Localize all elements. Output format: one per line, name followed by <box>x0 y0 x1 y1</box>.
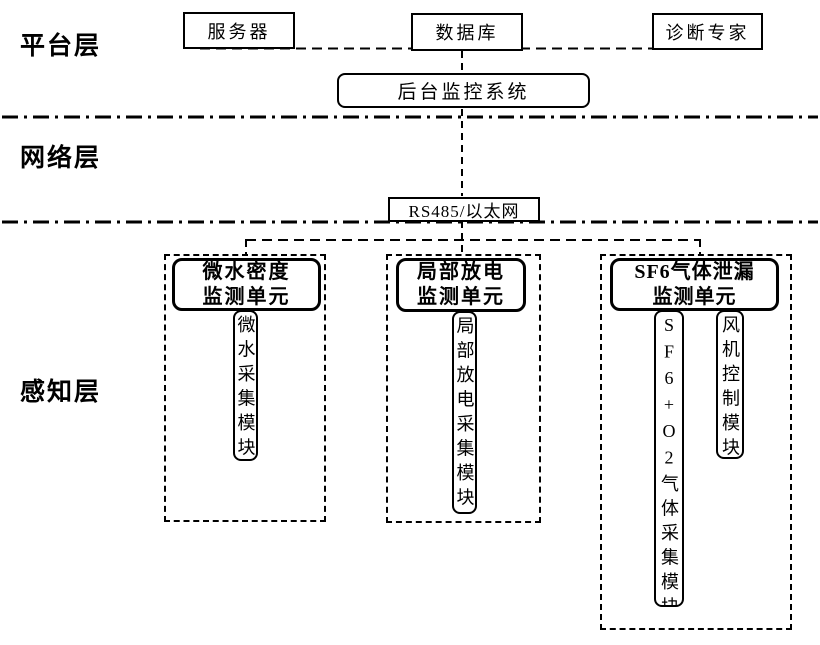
unit3-header: SF6气体泄漏 监测单元 <box>610 258 779 311</box>
unit1-title-line2: 监测单元 <box>202 285 291 308</box>
module-partial-discharge-collection: 局部放电采集模块 <box>452 311 477 514</box>
unit-sf6-gas-leak <box>600 254 792 630</box>
unit2-title-line2: 监测单元 <box>417 286 505 308</box>
unit-partial-discharge <box>386 254 541 523</box>
unit3-title-line2: 监测单元 <box>652 285 737 308</box>
diagnosis-expert-box: 诊断专家 <box>652 13 763 50</box>
perception-layer-label: 感知层 <box>20 379 102 406</box>
network-layer-label: 网络层 <box>20 145 102 172</box>
database-box: 数据库 <box>411 13 523 51</box>
module-micro-water-collection: 微水采集模块 <box>233 310 258 461</box>
module-fan-control: 风机控制模块 <box>716 310 744 459</box>
module-sf6-o2-gas-collection: SF6+O2气体采集模块 <box>654 310 684 607</box>
unit-micro-water-density <box>164 254 326 522</box>
monitor-system-box: 后台监控系统 <box>337 73 590 108</box>
unit1-header: 微水密度 监测单元 <box>172 258 321 311</box>
server-box: 服务器 <box>183 12 295 49</box>
unit1-title-line1: 微水密度 <box>202 260 291 283</box>
unit2-header: 局部放电 监测单元 <box>396 258 526 312</box>
platform-layer-label: 平台层 <box>20 33 102 60</box>
unit2-title-line1: 局部放电 <box>417 261 505 283</box>
unit3-title-line1: SF6气体泄漏 <box>634 260 755 283</box>
rs485-ethernet-box: RS485/以太网 <box>388 197 540 222</box>
